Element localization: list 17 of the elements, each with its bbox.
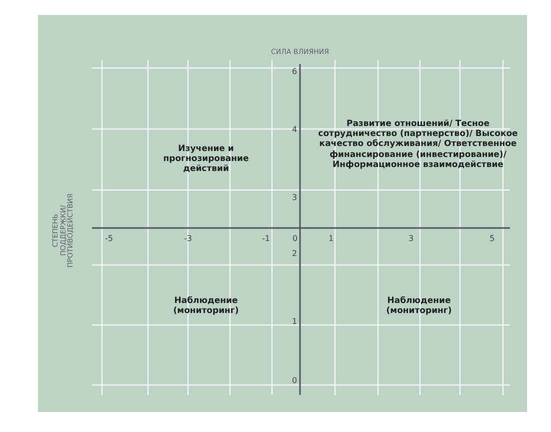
tick-label: -5	[105, 235, 113, 243]
tick-label: 0	[292, 377, 298, 385]
tick-label: 5	[490, 235, 495, 243]
tick-label: 6	[292, 68, 298, 76]
tick-label: -3	[184, 235, 192, 243]
tick-label: 4	[292, 126, 298, 134]
quadrant-label: Наблюдение (мониторинг)	[172, 296, 240, 316]
tick-label: 3	[292, 194, 298, 202]
quadrant-label: Изучение и прогнозирование действий	[162, 144, 250, 175]
quadrant-label: Наблюдение (мониторинг)	[385, 296, 453, 316]
tick-label: 1	[292, 318, 298, 326]
tick-label: 0	[292, 235, 298, 243]
tick-label: 3	[408, 235, 414, 243]
tick-label: 2	[292, 250, 298, 258]
tick-label: 1	[328, 235, 334, 243]
quadrant-label: Развитие отношений/ Тесное сотрудничество (партнерство)/ Высокое качество обслуживания/ Ответственное финансирование (инвестирование)/Информационное взаимодействие	[317, 119, 519, 170]
tick-label: -1	[262, 235, 270, 243]
